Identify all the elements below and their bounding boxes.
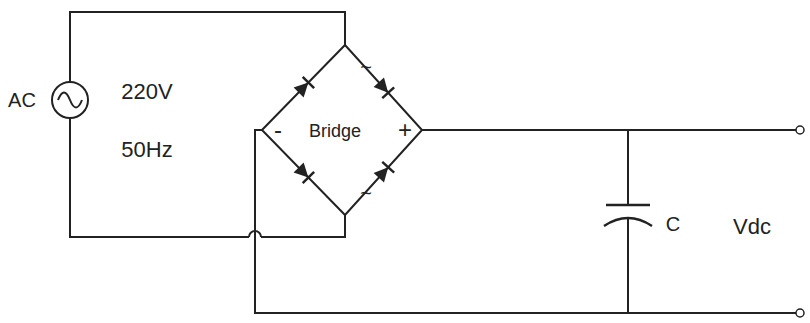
wire: [255, 130, 796, 313]
diode-symbol: [293, 77, 314, 98]
diode-symbol: [303, 77, 314, 88]
bridge-label: Bridge: [309, 122, 361, 140]
wire: [261, 215, 345, 237]
ac-terminal-mark: ~: [360, 57, 372, 77]
diode-symbol: [382, 162, 394, 173]
positive-terminal-mark: +: [398, 118, 412, 142]
wire: [627, 218, 629, 313]
diode-symbol: [294, 163, 314, 183]
wire: [627, 130, 629, 205]
terminal: [796, 126, 804, 134]
diode-symbol: [374, 163, 394, 183]
diode-symbol: [373, 77, 394, 98]
diode-symbol: [303, 172, 314, 183]
diode-symbol: [373, 162, 394, 183]
capacitor-label: C: [666, 214, 680, 234]
frequency-label: 50Hz: [121, 139, 172, 161]
diodes: [293, 77, 394, 183]
bridge-rectifier: ~ - Bridge + ~: [262, 45, 422, 215]
wires: [70, 12, 796, 313]
output-label: Vdc: [733, 216, 771, 238]
capacitor-plate: [606, 204, 650, 207]
capacitor-plate: [604, 218, 652, 226]
ac-source-symbol: [52, 82, 88, 118]
voltage-label: 220V: [121, 81, 172, 103]
diode-symbol: [382, 87, 394, 98]
bridge-outline: [262, 45, 422, 215]
terminal: [796, 309, 804, 317]
ac-terminal-mark: ~: [360, 183, 372, 203]
diode-symbol: [374, 78, 394, 98]
diode-symbol: [293, 162, 314, 183]
sine-symbol: [58, 93, 82, 108]
wire: [70, 12, 345, 82]
negative-terminal-mark: -: [274, 118, 282, 142]
source-label: AC: [8, 90, 36, 110]
bridge-wires: [262, 45, 422, 215]
wire: [70, 118, 249, 237]
diode-symbol: [294, 78, 314, 98]
wire: [422, 129, 796, 131]
